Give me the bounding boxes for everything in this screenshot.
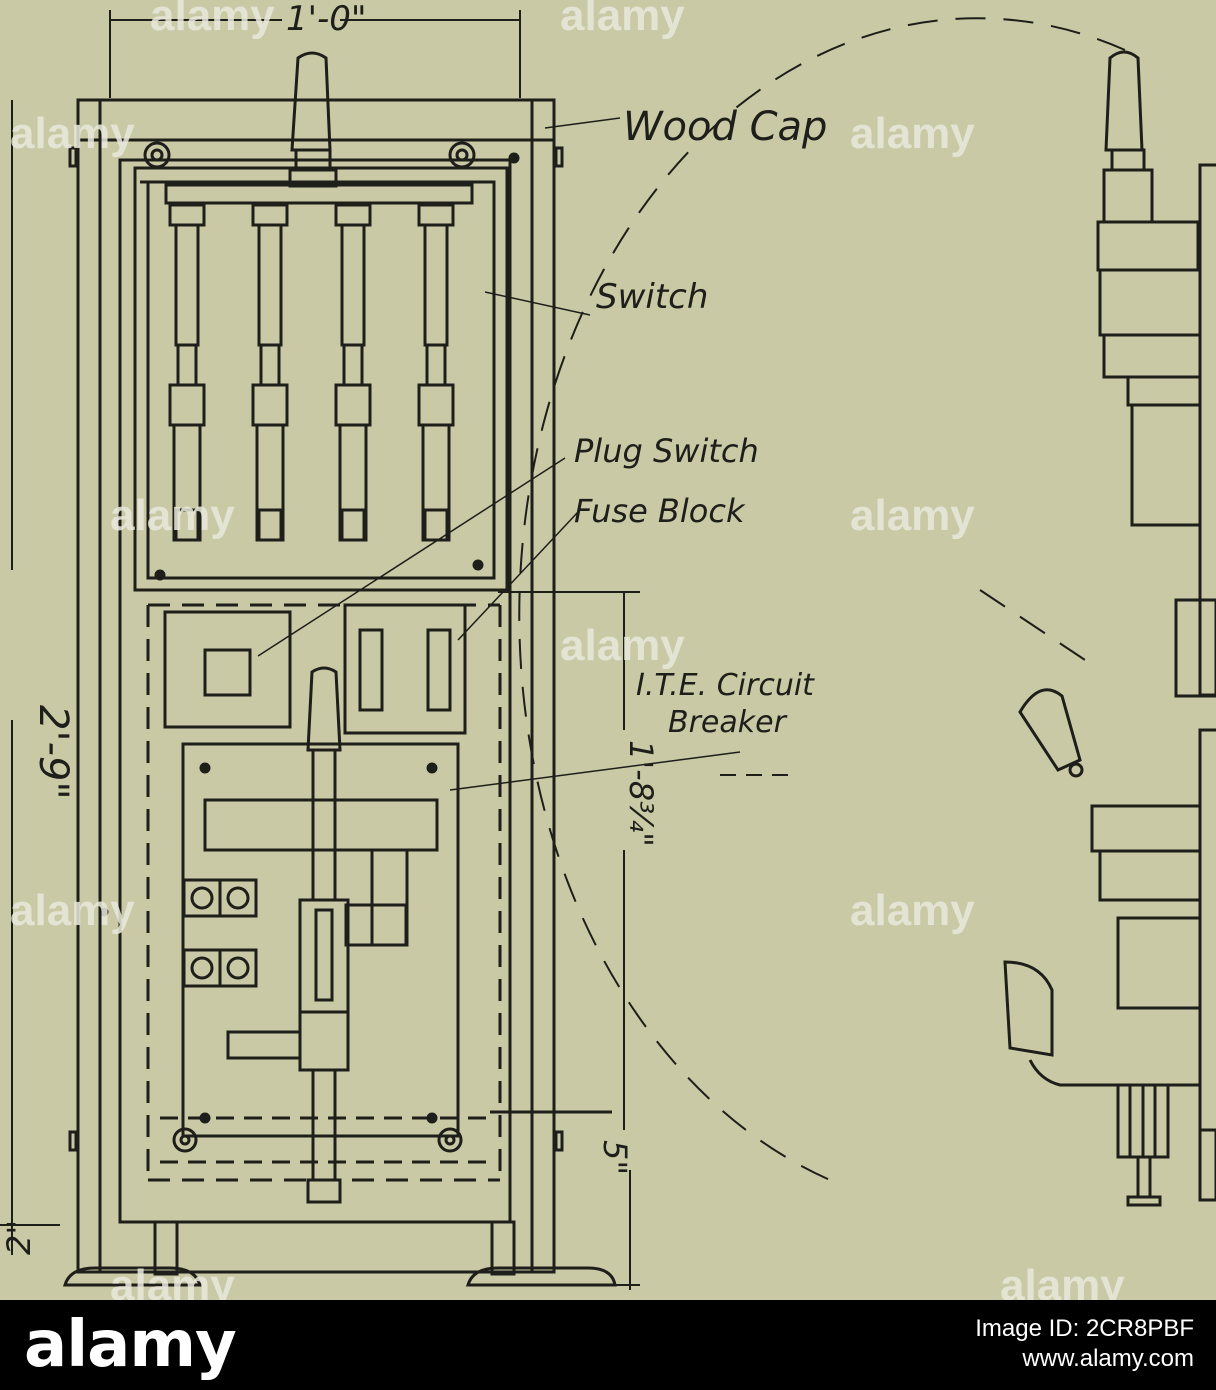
switchboard-drawing: 1'-0" Wood Cap Switch Plug Switch Fuse B… bbox=[0, 0, 1216, 1300]
stock-footer: alamy Image ID: 2CR8PBF www.alamy.com bbox=[0, 1300, 1216, 1390]
base-dimension: 5" bbox=[596, 1140, 634, 1175]
watermark: alamy bbox=[150, 0, 275, 40]
plug-switch-label: Plug Switch bbox=[574, 432, 759, 470]
width-dimension: 1'-0" bbox=[286, 0, 367, 39]
leg-dimension: 2" bbox=[0, 1220, 38, 1255]
watermark: alamy bbox=[110, 491, 235, 540]
switch-panel bbox=[133, 51, 509, 592]
watermark: alamy bbox=[560, 0, 685, 40]
watermark: alamy bbox=[10, 109, 135, 158]
watermark: alamy bbox=[110, 1261, 235, 1300]
fuse-block-box bbox=[343, 603, 467, 735]
circuit-breaker bbox=[181, 666, 460, 1204]
side-bolts bbox=[68, 146, 564, 1152]
image-id-text: Image ID: 2CR8PBF bbox=[975, 1315, 1194, 1342]
watermark: alamy bbox=[560, 621, 685, 670]
breaker-dimension: 1'-8¾" bbox=[622, 740, 660, 847]
plug-switch-box bbox=[163, 610, 292, 729]
watermark: alamy bbox=[850, 886, 975, 935]
legs bbox=[62, 1220, 617, 1287]
side-view bbox=[1003, 50, 1216, 1207]
watermark: alamy bbox=[10, 886, 135, 935]
swing-arc bbox=[518, 17, 1126, 1181]
watermark: alamy bbox=[850, 109, 975, 158]
breaker-label-line1: I.T.E. Circuit bbox=[636, 668, 815, 703]
leader-lines bbox=[257, 117, 741, 791]
bottom-rail bbox=[160, 1110, 612, 1164]
switch-label: Switch bbox=[596, 277, 708, 317]
watermark: alamy bbox=[850, 491, 975, 540]
dimension-lines bbox=[0, 10, 790, 1290]
switch-blades bbox=[168, 203, 455, 542]
breaker-label-line2: Breaker bbox=[668, 705, 788, 740]
height-dimension: 2'-9" bbox=[30, 705, 76, 800]
stock-logo: alamy bbox=[24, 1308, 237, 1382]
wood-cap-label: Wood Cap bbox=[623, 104, 827, 150]
website-text: www.alamy.com bbox=[1022, 1345, 1194, 1372]
watermark: alamy bbox=[1000, 1261, 1125, 1300]
stock-id-block: Image ID: 2CR8PBF www.alamy.com bbox=[975, 1314, 1194, 1374]
fuse-block-label: Fuse Block bbox=[574, 492, 746, 530]
